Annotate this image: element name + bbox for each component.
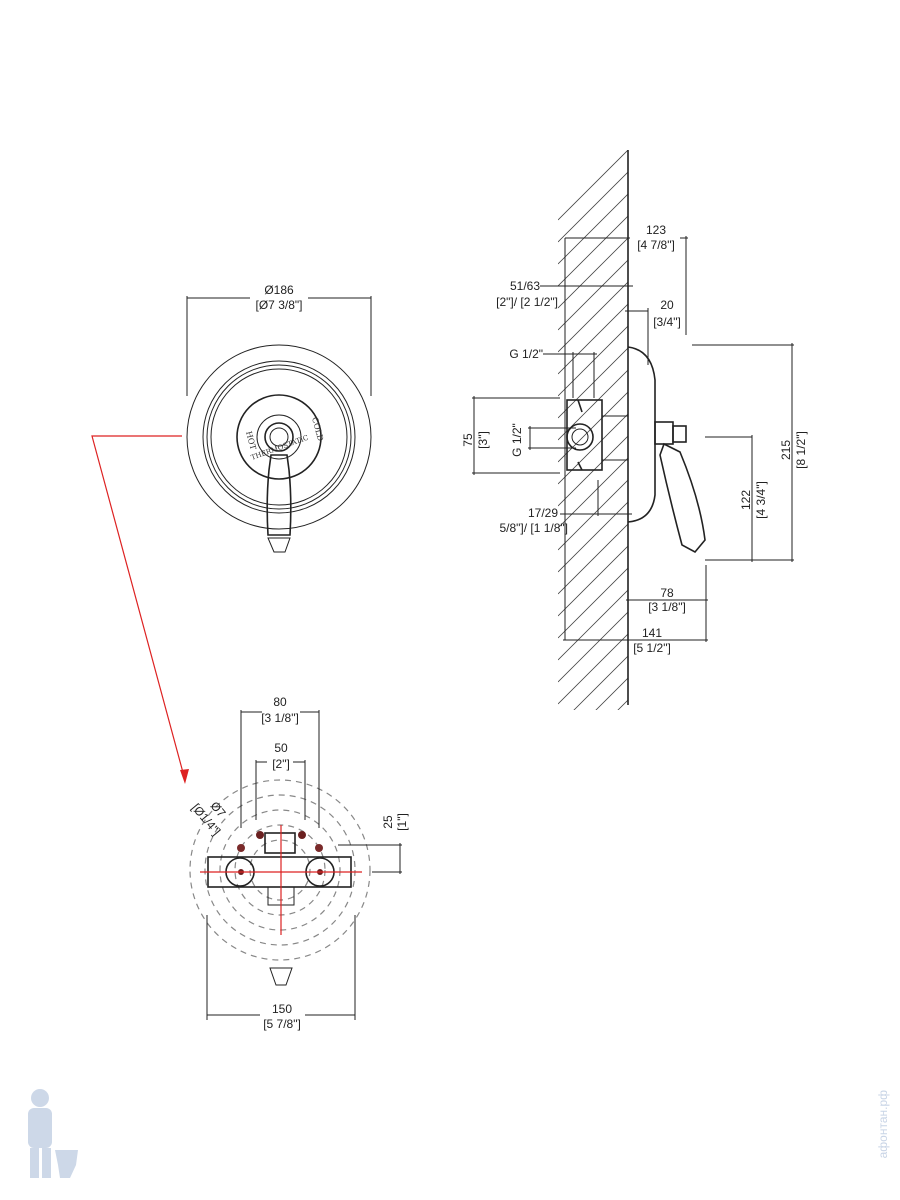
dim-122: 122	[739, 490, 753, 510]
wall-hatch-line	[558, 766, 628, 836]
dial-label-cold: COLD	[310, 416, 325, 442]
wall-hatch-line	[573, 655, 628, 710]
thread-g-top: G 1/2"	[509, 347, 543, 361]
front-view: Ø186 [Ø7 3/8"] HOT THERMOSTATIC COLD	[186, 283, 372, 553]
wall-hatch-line	[595, 677, 628, 710]
dim-141: 141	[642, 626, 662, 640]
dim-123-inch: [4 7/8"]	[637, 238, 675, 252]
dim-78-inch: [3 1/8"]	[648, 600, 686, 614]
front-diameter-label: Ø186	[264, 283, 294, 297]
wall-hatch-line	[558, 215, 628, 287]
dim-215-inch: [8 1/2"]	[794, 431, 808, 469]
dim-80: 80	[273, 695, 287, 709]
dim-50-inch: [2"]	[272, 757, 290, 771]
wall-hatch-line	[558, 633, 628, 705]
wall-hatch-line	[558, 744, 628, 814]
side-view: 123 [4 7/8"] 51/63 [2"]/ [2 1/2"] 20 [3/…	[461, 150, 808, 858]
wall-hatch-line	[558, 435, 628, 507]
wall-hatch-line	[558, 303, 628, 375]
wall-hatch-line	[558, 611, 628, 683]
wall-hatch-line	[617, 699, 628, 710]
dim-150: 150	[272, 1002, 292, 1016]
dim-20: 20	[660, 298, 674, 312]
dim-78: 78	[660, 586, 674, 600]
wall-hatch-line	[558, 457, 628, 529]
wall-hatch-line	[558, 501, 628, 573]
wall-hatch-line	[558, 523, 628, 595]
dim-75: 75	[461, 433, 475, 447]
wall-hatch-line	[558, 413, 628, 485]
side-handle	[659, 442, 706, 554]
body-view: 80 [3 1/8"] 50 [2"] 25 [1"] Ø7 [Ø1/4"]	[189, 695, 409, 1031]
dial-label-thermostatic: THERMOSTATIC	[250, 434, 310, 462]
dim-25-inch: [1"]	[395, 813, 409, 831]
wall-hatch-line	[558, 281, 628, 353]
cover-plate	[627, 346, 656, 523]
wall-hatch-line	[558, 788, 628, 858]
wall-hatch-line	[558, 479, 628, 551]
dim-215: 215	[779, 440, 793, 460]
dim-75-inch: [3"]	[476, 431, 490, 449]
dim-51-63: 51/63	[510, 279, 540, 293]
watermark-text: афонтан.рф	[876, 1090, 890, 1159]
dim-51-63-inch: [2"]/ [2 1/2"]	[496, 295, 558, 309]
wall-hatch-line	[558, 171, 628, 243]
wall-hatch-line	[558, 259, 628, 331]
dim-80-inch: [3 1/8"]	[261, 711, 299, 725]
thread-g-side: G 1/2"	[510, 423, 524, 457]
wall-hatch-line	[558, 237, 628, 309]
dim-123: 123	[646, 223, 666, 237]
wall-hatch-line	[558, 567, 628, 639]
dim-141-inch: [5 1/2"]	[633, 641, 671, 655]
dim-50: 50	[274, 741, 288, 755]
wall-hatch-line	[558, 347, 628, 419]
wall-hatch-line	[558, 722, 628, 792]
dim-17-29-inch: 5/8"]/ [1 1/8"]	[499, 521, 568, 535]
wall-hatch-line	[558, 193, 628, 265]
front-diameter-inch-label: [Ø7 3/8"]	[256, 298, 303, 312]
dim-150-inch: [5 7/8"]	[263, 1017, 301, 1031]
dim-25: 25	[381, 815, 395, 829]
wall-hatch-line	[558, 545, 628, 617]
dim-122-inch: [4 3/4"]	[754, 481, 768, 519]
dim-17-29: 17/29	[528, 506, 558, 520]
dim-20-inch: [3/4"]	[653, 315, 681, 329]
wall-hatch-line	[558, 150, 628, 221]
wall-hatch-line	[558, 325, 628, 397]
dial-label-hot: HOT	[244, 430, 258, 451]
wall-hatch-line	[558, 589, 628, 661]
red-arrow	[91, 435, 186, 781]
plumber-logo	[28, 1089, 78, 1178]
wall-hatch-line	[558, 391, 628, 463]
handle-lever	[266, 454, 292, 536]
